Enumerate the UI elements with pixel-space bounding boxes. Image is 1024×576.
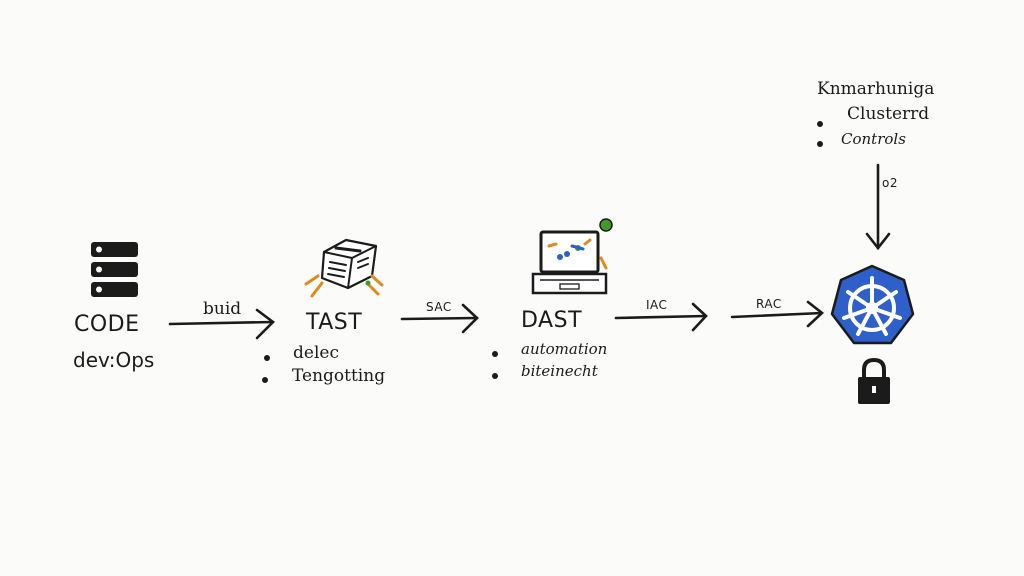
bullet-dot [817,121,823,127]
dast-item-1: automation [521,340,608,358]
bullet-dot [262,377,268,383]
bullet-dot [492,351,498,357]
cluster-item-2: Controls [841,130,906,148]
padlock-icon [858,357,890,404]
edge-label-tast-to-dast: SAC [426,300,452,314]
edge-label-controls-to-cluster: o2 [882,176,898,190]
arrow-iac-to-cluster [730,300,824,328]
arrow-tast-to-dast [400,303,479,334]
kubernetes-helm-icon [830,264,915,345]
bullet-dot [817,141,823,147]
edge-label-iac-to-cluster: RAC [756,297,782,311]
arrow-controls-to-cluster [865,163,891,251]
edge-label-code-to-tast: buid [203,299,242,319]
edge-label-dast-to-iac: IAC [646,298,668,312]
bullet-dot [492,373,498,379]
server-stack-icon [91,242,138,297]
code-node-title: CODE [74,312,140,337]
printer-icon [304,238,384,298]
tast-item-2: Tengotting [292,366,386,386]
code-node-subtitle: dev:Ops [73,348,155,372]
arrow-dast-to-iac [614,302,708,332]
bullet-dot [264,355,270,361]
cluster-node-title: Knmarhuniga [817,79,935,99]
cluster-item-1: Clusterrd [847,104,930,124]
laptop-icon [531,218,613,295]
tast-item-1: delec [293,343,339,363]
dast-node-title: DAST [521,308,583,333]
tast-node-title: TAST [306,310,363,335]
arrow-code-to-tast [168,308,275,340]
dast-item-2: biteinecht [521,362,598,380]
